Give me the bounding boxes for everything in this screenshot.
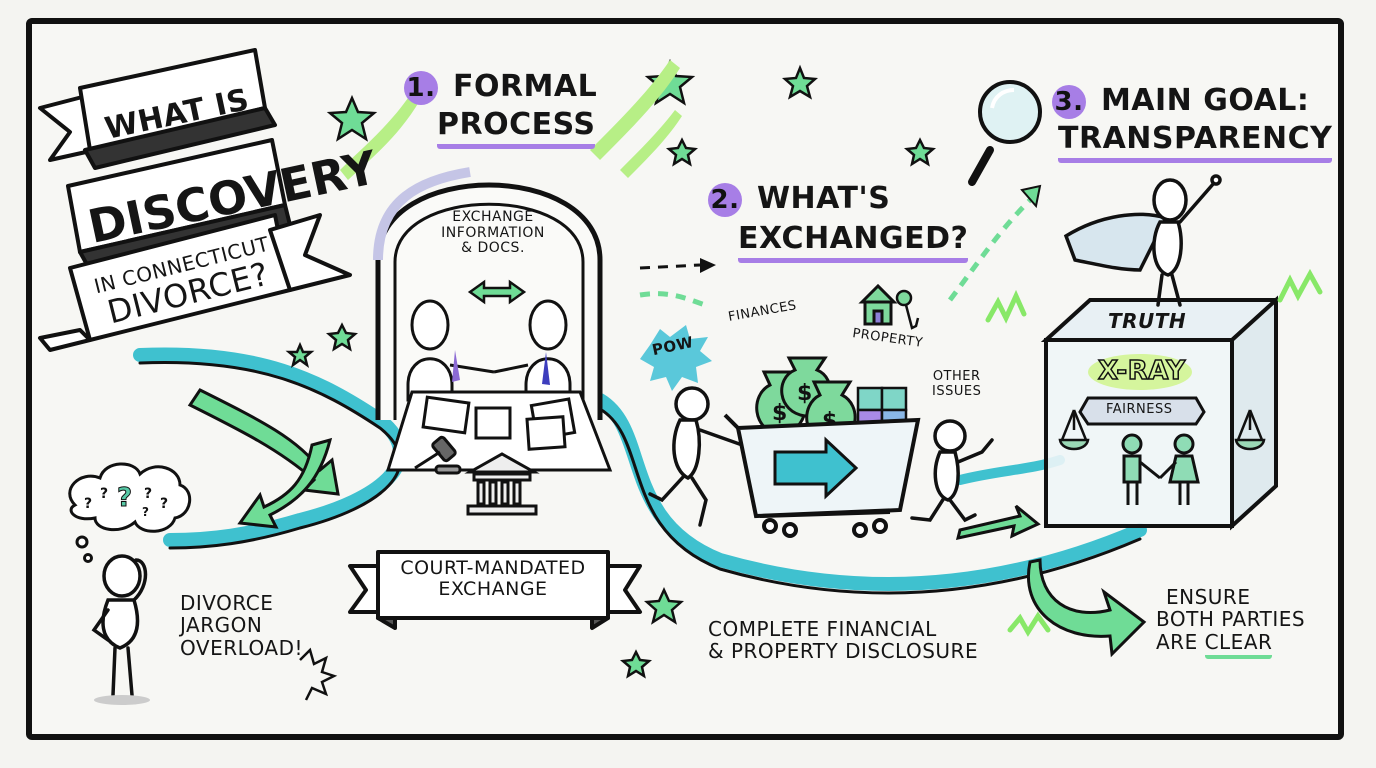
arch-caption-line2: Information [441, 224, 545, 241]
running-figures [648, 386, 994, 527]
step-3-line1: Main Goal: [1100, 83, 1310, 118]
fairness-label: Fairness [1106, 402, 1173, 417]
step-3-heading: 3. Main Goal: [1052, 84, 1309, 119]
scales-icon [1058, 409, 1266, 451]
svg-text:?: ? [142, 505, 149, 519]
jargon-line3: Overload! [180, 635, 304, 660]
step-1-line2-wrap: Process [437, 108, 596, 149]
step-1-heading: 1. Formal [404, 70, 597, 105]
disclosure-line2: & Property Disclosure [708, 639, 979, 664]
jargon-line1: Divorce [180, 591, 274, 615]
river-path [133, 347, 1147, 595]
outcome-line3: Are Clear [1156, 629, 1305, 660]
dashed-arrows [639, 198, 1032, 308]
confused-person [91, 554, 150, 705]
disclosure-line1: Complete Financial [708, 617, 937, 641]
svg-text:?: ? [160, 496, 168, 512]
step-2-badge: 2. [708, 182, 742, 217]
step-3-badge: 3. [1052, 84, 1086, 119]
outcome-emphasis: Clear [1204, 630, 1273, 660]
step-1-line2: Process [437, 108, 596, 149]
burst-icon [299, 647, 338, 701]
step-2-line2-wrap: Exchanged? [738, 222, 969, 263]
outcome-line1: Ensure [1166, 585, 1251, 609]
step-1-line1: Formal [452, 69, 598, 104]
svg-text:?: ? [117, 483, 132, 513]
truth-label: Truth [1108, 309, 1187, 333]
svg-text:$: $ [797, 381, 812, 406]
svg-text:?: ? [144, 486, 152, 502]
jargon-text: Divorce Jargon Overload! [180, 591, 304, 660]
court-banner-text: Court-Mandated Exchange [378, 557, 608, 601]
key-icon [895, 289, 920, 330]
disclosure-caption: Complete Financial & Property Disclosure [708, 618, 978, 663]
question-marks: ? ? ? ? ? ? [84, 483, 168, 520]
court-banner-line1: Court-Mandated [400, 557, 586, 579]
pow-burst-icon [640, 325, 712, 391]
gavel-icon [414, 435, 462, 475]
other-issues-line2: Issues [932, 383, 982, 399]
title-banner [38, 48, 352, 352]
other-issues-line1: Other [932, 369, 981, 384]
double-arrow-icon [467, 279, 527, 305]
court-banner-line2: Exchange [438, 578, 548, 601]
step-1-badge: 1. [404, 70, 438, 105]
outcome-line2: Both Parties [1156, 607, 1306, 632]
arch-caption-line3: & Docs. [461, 240, 525, 257]
green-arrows [187, 388, 1147, 658]
step-2-line2: Exchanged? [738, 222, 969, 263]
jargon-line2: Jargon [180, 613, 263, 638]
svg-text:?: ? [100, 486, 108, 502]
arch-caption-line1: Exchange [452, 209, 534, 225]
outcome-line3-prefix: Are [1156, 629, 1205, 654]
court-mandated-banner [348, 550, 642, 630]
thought-cloud-icon [68, 462, 191, 563]
handshake-figures [406, 299, 572, 402]
green-swooshes [340, 60, 682, 180]
arch-caption: Exchange Information & Docs. [428, 209, 558, 257]
xray-label: X-Ray [1097, 356, 1186, 387]
svg-text:$: $ [772, 401, 787, 426]
step-2-heading: 2. What's [708, 182, 890, 217]
step-2-line1: What's [756, 181, 891, 216]
step-3-line2-wrap: Transparency [1058, 122, 1333, 163]
outcome-text: Ensure Both Parties Are Clear [1156, 585, 1306, 660]
hero-cape-icon [1063, 174, 1222, 307]
couple-figures [1121, 433, 1200, 505]
other-issues-label: Other Issues [932, 369, 982, 399]
house-icon [858, 283, 898, 326]
truth-box [1040, 295, 1282, 531]
svg-text:?: ? [84, 496, 92, 512]
step-3-line2: Transparency [1058, 122, 1333, 163]
energy-zigzag [985, 268, 1323, 637]
courthouse-icon [464, 452, 540, 516]
cart-icon [723, 413, 921, 538]
magnifier-icon [968, 80, 1042, 186]
